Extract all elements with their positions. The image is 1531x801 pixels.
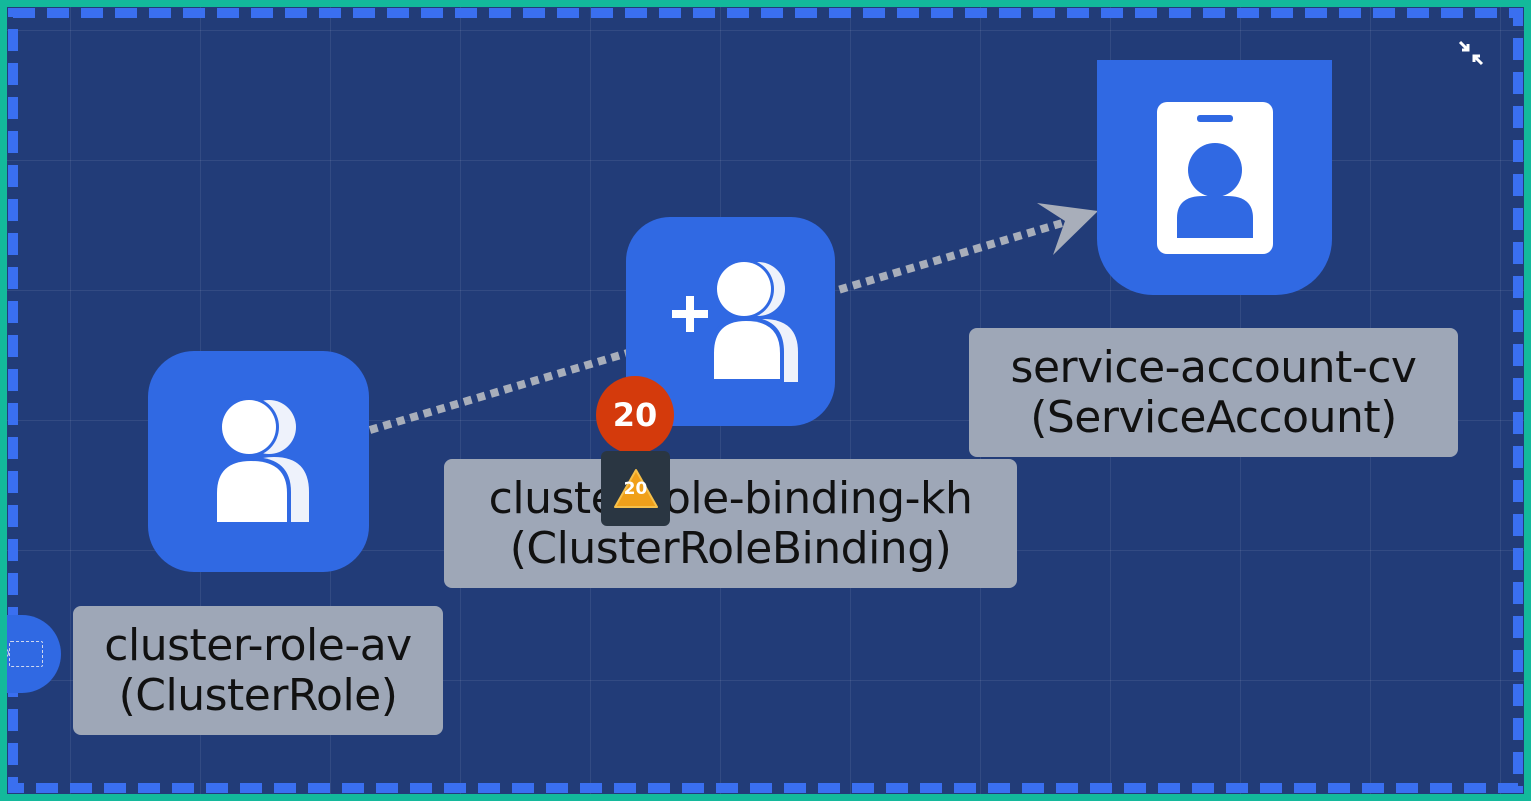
node-kind: (ServiceAccount) <box>1030 391 1397 443</box>
id-badge-icon <box>1156 101 1273 254</box>
node-name: service-account-cv <box>1010 341 1417 393</box>
warning-count: 20 <box>623 479 648 499</box>
edge-arrowhead <box>1037 203 1098 255</box>
node-kind: (ClusterRole) <box>118 669 398 721</box>
selection-rect-icon <box>9 641 43 667</box>
node-service-account[interactable] <box>1097 60 1332 295</box>
node-name: cluster-role-binding-kh <box>488 472 973 524</box>
label-cluster-role: cluster-role-av (ClusterRole) <box>73 606 443 735</box>
diagram-canvas[interactable]: cluster-role-av (ClusterRole) cluster-ro… <box>7 7 1524 794</box>
collapse-icon[interactable] <box>1457 39 1485 67</box>
node-cluster-role[interactable] <box>148 351 369 572</box>
warning-icon <box>613 468 658 508</box>
add-users-icon <box>671 258 798 382</box>
label-cluster-role-binding: cluster-role-binding-kh (ClusterRoleBind… <box>444 459 1017 588</box>
label-service-account: service-account-cv (ServiceAccount) <box>969 328 1458 457</box>
node-name: cluster-role-av <box>104 619 412 671</box>
warning-badge[interactable]: 20 <box>601 451 670 526</box>
count-badge[interactable]: 20 <box>596 376 674 454</box>
node-kind: (ClusterRoleBinding) <box>509 522 952 574</box>
users-icon <box>212 396 309 522</box>
